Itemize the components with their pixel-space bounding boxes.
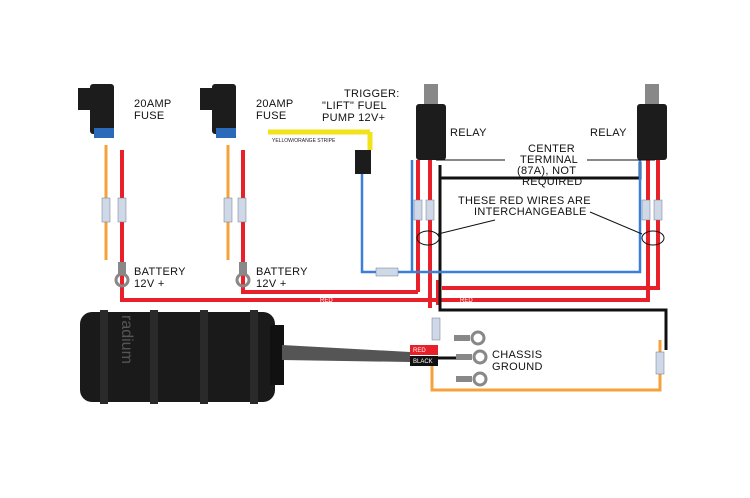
fuse2-label-line2: FUSE (256, 110, 287, 122)
fuel-pump: radium (80, 310, 284, 404)
pump-harness: RED BLACK (282, 345, 438, 366)
pump-brand: radium (118, 315, 135, 364)
trigger-connector (355, 150, 371, 174)
fuse1-label-line1: 20AMP (134, 98, 172, 110)
interchangeable-line2: INTERCHANGEABLE (474, 206, 587, 218)
trigger-label-line3: PUMP 12V+ (322, 112, 385, 124)
relay2-label: RELAY (590, 127, 627, 139)
fuse2-label-line1: 20AMP (256, 98, 294, 110)
red-wire-battery2 (241, 150, 418, 294)
fuse-2 (200, 84, 236, 138)
battery2-label-line2: 12V + (256, 278, 287, 290)
relay-1 (416, 84, 446, 160)
battery-ring-terminal-2 (235, 262, 251, 288)
red-wire-battery1 (120, 150, 440, 305)
trigger-label-line1: TRIGGER: (344, 88, 400, 100)
chassis-ground-terminals (454, 330, 488, 387)
inline-connectors (101, 197, 665, 375)
chassis-ground-line1: CHASSIS (492, 349, 542, 361)
center-terminal-line2: TERMINAL (520, 154, 578, 166)
orange-wire-pump-return (430, 340, 662, 392)
pump-red-label: RED (413, 348, 426, 354)
red-wire-label-1: RED (320, 298, 333, 304)
battery-ring-terminal-1 (114, 262, 130, 288)
center-terminal-line3: (87A), NOT (517, 165, 576, 177)
yellow-trigger-wire: YELLOW/ORANGE STRIPE (268, 129, 373, 150)
red-wire-label-2: RED (460, 298, 473, 304)
interchangeable-callout (416, 211, 665, 246)
pump-black-label: BLACK (413, 359, 433, 365)
interchangeable-line1: THESE RED WIRES ARE (458, 195, 591, 207)
blue-wire (360, 160, 642, 274)
battery2-label-line1: BATTERY (256, 266, 308, 278)
fuse-1 (78, 84, 114, 138)
relay-2 (637, 84, 667, 160)
trigger-label-line2: "LIFT" FUEL (322, 100, 387, 112)
battery1-label-line2: 12V + (134, 278, 165, 290)
fuse1-label-line2: FUSE (134, 110, 165, 122)
relay1-label: RELAY (450, 127, 487, 139)
center-terminal-line1: CENTER (528, 143, 575, 155)
chassis-ground-line2: GROUND (492, 361, 543, 373)
stripe-wire-label: YELLOW/ORANGE STRIPE (272, 138, 336, 144)
center-terminal-line4: REQUIRED (522, 176, 582, 188)
black-wire (420, 162, 668, 360)
battery1-label-line1: BATTERY (134, 266, 186, 278)
